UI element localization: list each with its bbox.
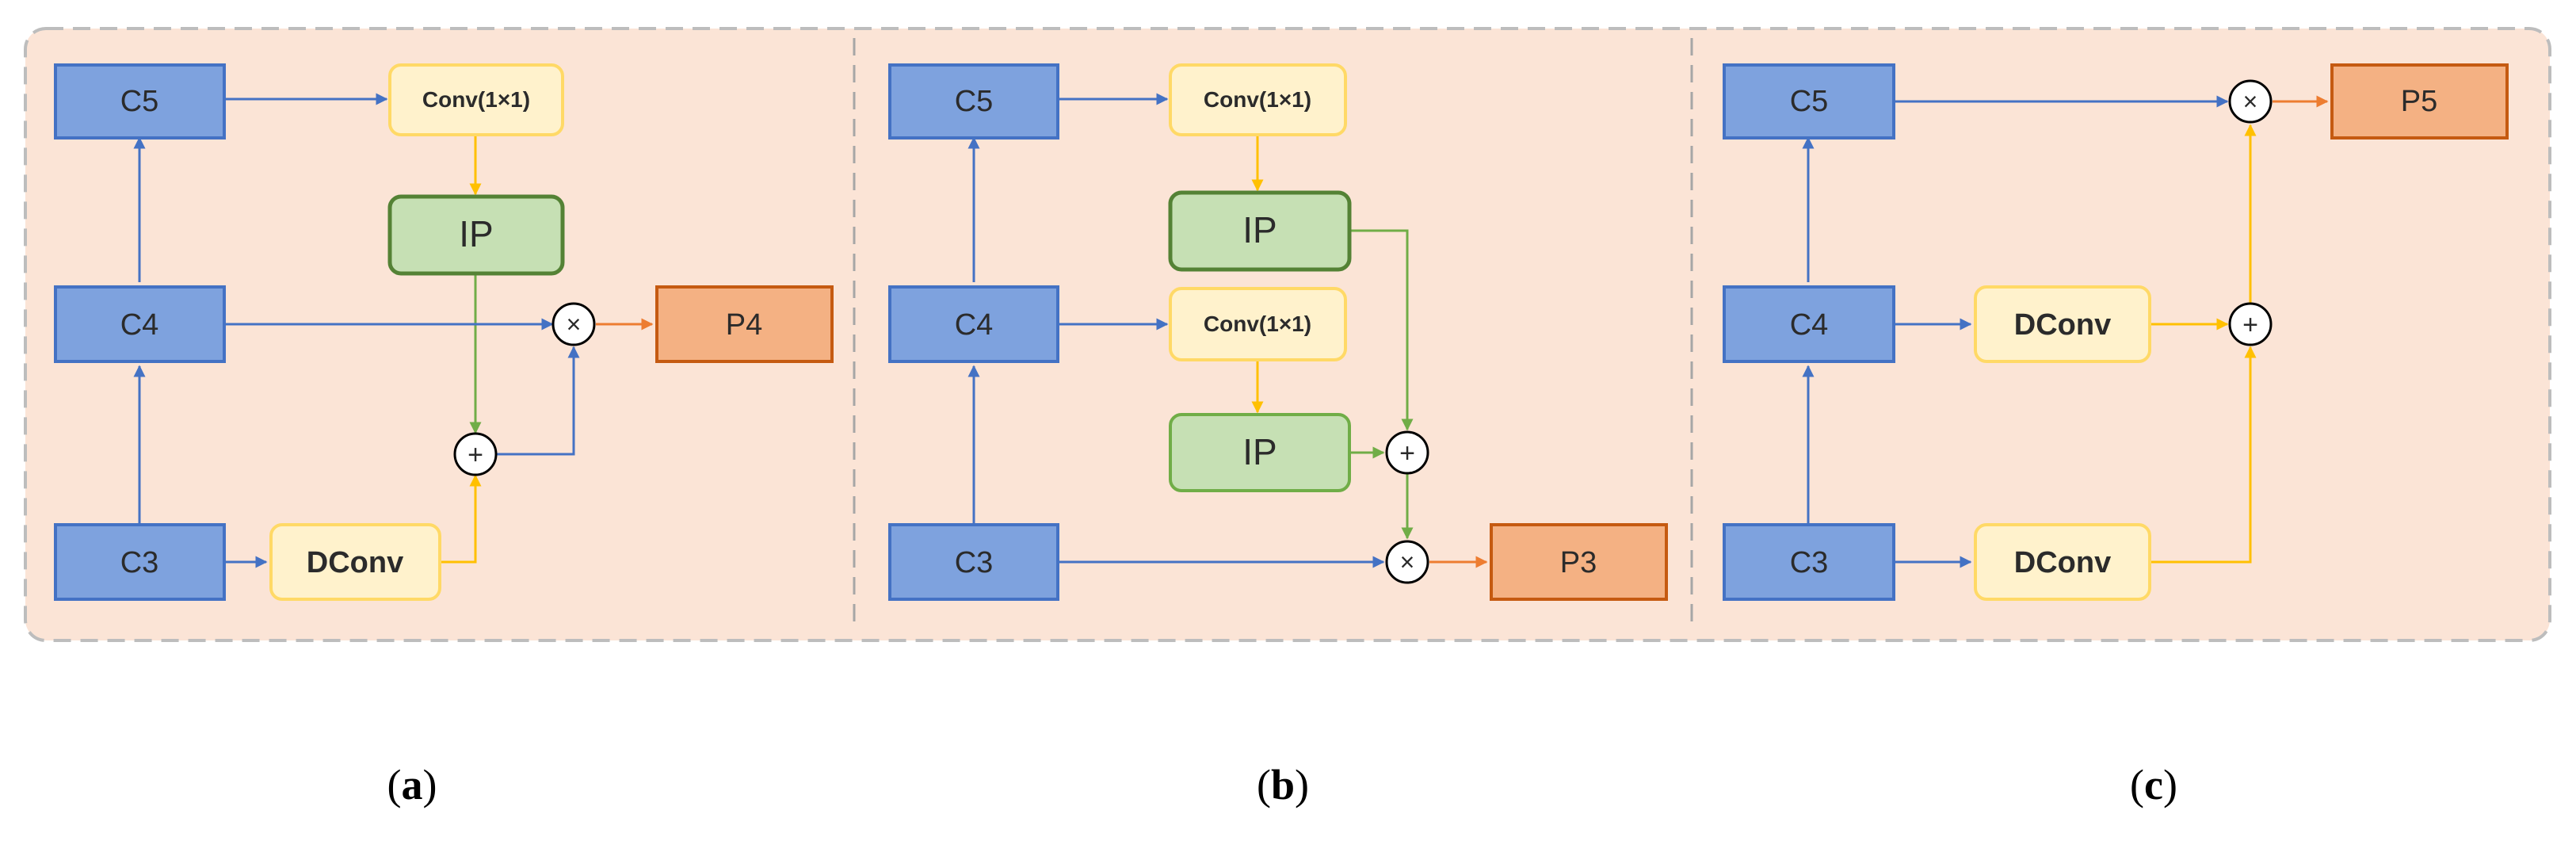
feature-box-c5: C5 (888, 63, 1059, 140)
add-symbol: + (467, 440, 483, 470)
label-ip-1: IP (1242, 209, 1277, 250)
feature-box-c4: C4 (1723, 285, 1895, 363)
label-ip-2: IP (1242, 431, 1277, 472)
add-op: + (453, 432, 498, 476)
label-c3: C3 (1790, 546, 1829, 579)
feature-box-c3: C3 (54, 523, 226, 601)
caption-c-letter: c (2144, 761, 2163, 809)
label-c4: C4 (120, 308, 159, 342)
mul-op: × (2228, 79, 2273, 124)
label-p4: P4 (726, 308, 762, 342)
feature-box-c3: C3 (1723, 523, 1895, 601)
panel-a: C5 C4 C3 Conv(1×1) IP DConv P4 + (54, 63, 834, 601)
dconv-box-2: DConv (1974, 523, 2151, 601)
conv-box-2: Conv(1×1) (1169, 287, 1347, 361)
mul-op: × (1385, 540, 1429, 584)
ip-box: IP (387, 194, 565, 276)
add-op: + (2228, 302, 2273, 346)
label-p5: P5 (2401, 85, 2437, 118)
label-dconv-1: DConv (2014, 308, 2111, 342)
label-dconv-2: DConv (2014, 546, 2111, 579)
mul-symbol: × (2243, 87, 2258, 116)
label-c5: C5 (1790, 85, 1829, 118)
label-c5: C5 (120, 85, 159, 118)
arrow-ip1-to-add (1349, 229, 1414, 431)
label-c4: C4 (955, 308, 994, 342)
label-conv-1: Conv(1×1) (1204, 87, 1311, 112)
feature-box-c4: C4 (888, 285, 1059, 363)
conv-box: Conv(1×1) (388, 63, 564, 136)
feature-box-c3: C3 (888, 523, 1059, 601)
add-symbol: + (1399, 438, 1415, 468)
caption-b-letter: b (1271, 761, 1295, 809)
add-symbol: + (2242, 310, 2258, 340)
label-p3: P3 (1560, 546, 1597, 579)
mul-symbol: × (1400, 548, 1415, 576)
mul-op: × (551, 302, 596, 346)
label-dconv: DConv (307, 546, 403, 579)
add-op: + (1385, 430, 1429, 475)
mul-symbol: × (567, 310, 582, 338)
arrow-dconv-to-add (440, 474, 482, 564)
ip-box-2: IP (1169, 413, 1351, 492)
caption-a: (a) (387, 761, 437, 809)
output-box-p3: P3 (1490, 523, 1668, 601)
output-box-p4: P4 (655, 285, 834, 363)
caption-a-letter: a (402, 761, 423, 809)
arrow-add-to-mul (497, 346, 580, 456)
label-c3: C3 (955, 546, 994, 579)
label-conv: Conv(1×1) (422, 87, 530, 112)
feature-box-c4: C4 (54, 285, 226, 363)
caption-b: (b) (1257, 761, 1309, 809)
dconv-box-1: DConv (1974, 285, 2151, 363)
label-ip: IP (459, 213, 493, 254)
ip-box-1: IP (1168, 190, 1352, 272)
label-c4: C4 (1790, 308, 1829, 342)
feature-box-c5: C5 (54, 63, 226, 140)
caption-c: (c) (2130, 761, 2177, 809)
label-conv-2: Conv(1×1) (1204, 312, 1311, 336)
conv-box-1: Conv(1×1) (1169, 63, 1347, 136)
dconv-box: DConv (269, 523, 441, 601)
feature-box-c5: C5 (1723, 63, 1895, 140)
panel-c: C5 C4 C3 DConv DConv P5 × + (1723, 63, 2509, 601)
label-c3: C3 (120, 546, 159, 579)
output-box-p5: P5 (2330, 63, 2509, 140)
label-c5: C5 (955, 85, 994, 118)
arrow-dconv2-to-add (2150, 346, 2257, 564)
panel-b: C5 C4 C3 Conv(1×1) IP Conv(1×1) IP P3 (888, 63, 1668, 601)
